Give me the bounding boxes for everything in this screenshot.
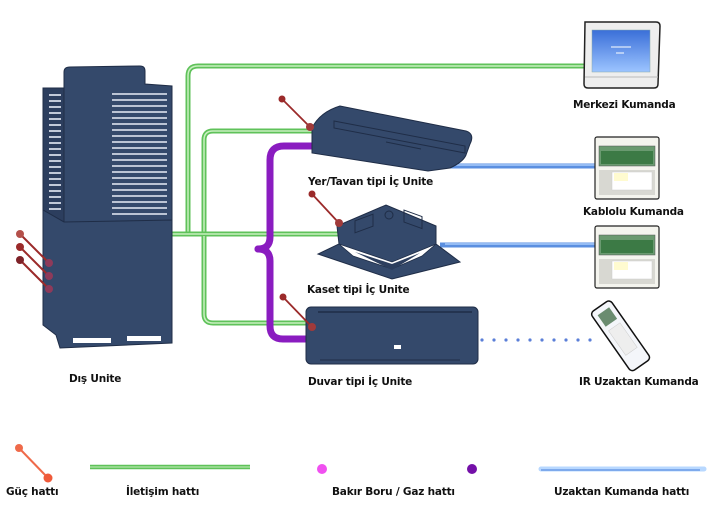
ceiling-floor-indoor-unit: [278, 95, 473, 172]
power-connector-wall: [279, 293, 316, 331]
ir-signal-dots: [480, 338, 592, 342]
pipe-to-wall: [254, 245, 310, 343]
legend: [15, 444, 707, 483]
outdoor-power-connectors: [16, 230, 53, 293]
wall-unit-indicator: [394, 345, 401, 349]
legend-pipe-label: Bakır Boru / Gaz hattı: [332, 486, 455, 498]
central-controller-label: Merkezi Kumanda: [573, 99, 676, 111]
legend-communication-label: İletişim hattı: [126, 486, 200, 498]
power-connector-ceiling: [278, 95, 314, 131]
outdoor-base-slot: [73, 338, 111, 343]
legend-pipe-line: [317, 464, 477, 474]
wired-controller-2: [594, 225, 660, 289]
legend-power-line: [15, 444, 53, 483]
outdoor-side-vents: [49, 94, 61, 210]
outdoor-unit-label: Dış Unite: [69, 373, 122, 385]
central-controller-screen: [591, 29, 651, 73]
outdoor-base-slot: [127, 336, 161, 341]
wall-unit-label: Duvar tipi İç Unite: [308, 376, 413, 388]
legend-remote-line: [538, 466, 707, 472]
central-controller: [583, 21, 661, 89]
ir-remote-controller: [590, 300, 651, 372]
refrigerant-pipes: [168, 142, 344, 343]
communication-lines: [172, 63, 585, 326]
cassette-indoor-unit: [308, 190, 462, 280]
remote-control-lines: [440, 163, 595, 248]
ceiling-unit-label: Yer/Tavan tipi İç Unite: [308, 176, 434, 188]
cassette-unit-label: Kaset tipi İç Unite: [307, 284, 410, 296]
wired-controller: [594, 136, 660, 200]
legend-remote-label: Uzaktan Kumanda hattı: [554, 486, 690, 498]
ir-remote-label: IR Uzaktan Kumanda: [579, 376, 699, 388]
power-connector-cassette: [308, 190, 343, 227]
wall-indoor-unit: [279, 293, 479, 365]
outdoor-unit: [16, 65, 173, 349]
outdoor-front-grille: [112, 93, 167, 215]
legend-power-label: Güç hattı: [6, 486, 59, 498]
wired-controller-label: Kablolu Kumanda: [583, 206, 684, 218]
